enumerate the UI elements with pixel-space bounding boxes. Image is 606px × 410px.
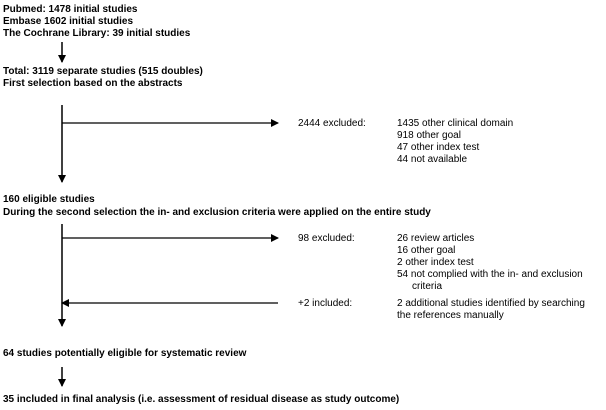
first-exclusion-reason: 47 other index test: [397, 142, 480, 153]
source-embase: Embase 1602 initial studies: [3, 16, 134, 27]
potential-eligible: 64 studies potentially eligible for syst…: [3, 348, 247, 359]
source-cochrane: The Cochrane Library: 39 initial studies: [3, 28, 191, 39]
second-exclusion-reason: 26 review articles: [397, 233, 475, 244]
eligible-studies: 160 eligible studies: [3, 194, 95, 205]
second-exclusion-reason: 2 other index test: [397, 257, 474, 268]
first-exclusion-label: 2444 excluded:: [298, 118, 366, 129]
addition-text: 2 additional studies identified by searc…: [397, 298, 585, 309]
second-exclusion-reason: 54 not complied with the in- and exclusi…: [397, 269, 583, 280]
first-exclusion-reason: 1435 other clinical domain: [397, 118, 514, 129]
second-selection: During the second selection the in- and …: [3, 207, 431, 218]
first-exclusion-reason: 918 other goal: [397, 130, 461, 141]
first-selection: First selection based on the abstracts: [3, 78, 183, 89]
first-exclusion-reason: 44 not available: [397, 154, 468, 165]
addition-label: +2 included:: [298, 298, 353, 309]
addition-text-continued: the references manually: [397, 310, 504, 321]
total-studies: Total: 3119 separate studies (515 double…: [3, 66, 203, 77]
source-pubmed: Pubmed: 1478 initial studies: [3, 4, 138, 15]
second-exclusion-reason: 16 other goal: [397, 245, 456, 256]
final-analysis: 35 included in final analysis (i.e. asse…: [3, 394, 400, 405]
second-exclusion-label: 98 excluded:: [298, 233, 355, 244]
second-exclusion-reason-continued: criteria: [412, 281, 443, 292]
